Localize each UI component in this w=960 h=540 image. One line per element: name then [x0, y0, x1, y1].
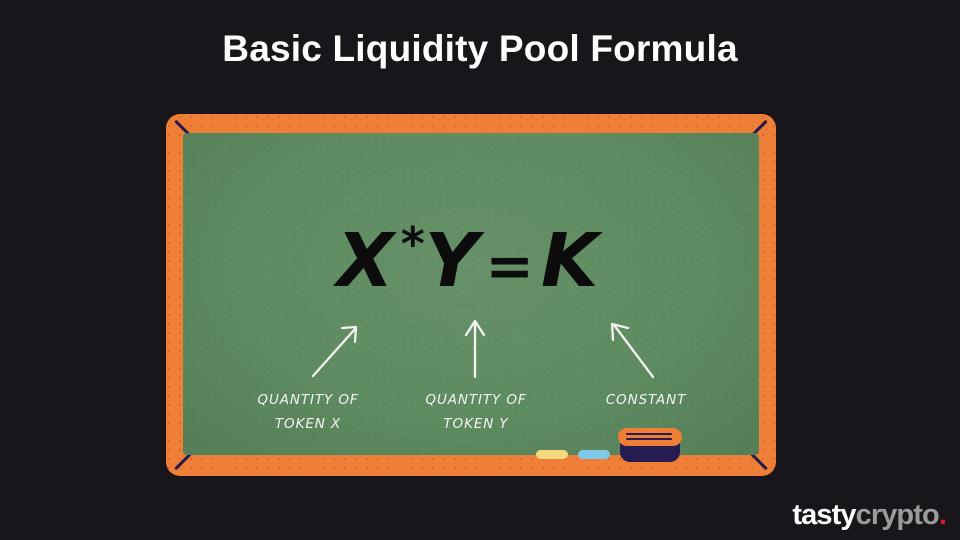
logo-dot: . — [938, 499, 947, 531]
arrow-up-icon — [464, 319, 486, 379]
formula-term-x: X — [336, 218, 401, 304]
annotation-line-1: QUANTITY OF — [425, 392, 527, 408]
formula-expression: X*Y=K — [183, 221, 759, 298]
annotation-line-2: TOKEN X — [274, 416, 342, 433]
chalk-stick-blue[interactable] — [578, 450, 610, 459]
corner-mitre-mark-bottom-right — [750, 452, 768, 471]
logo-text-crypto: crypto — [855, 499, 940, 531]
tastycrypto-logo[interactable]: tastycrypto. — [792, 499, 947, 531]
logo-text-tasty: tasty — [792, 499, 856, 531]
annotation-line-1: CONSTANT — [605, 392, 687, 408]
chalkboard-surface: X*Y=K QUANTITY OF TOKEN X — [183, 133, 759, 455]
formula-equals-sign: = — [485, 232, 541, 300]
chalkboard: X*Y=K QUANTITY OF TOKEN X — [166, 114, 776, 476]
corner-mitre-mark-bottom-left — [174, 452, 192, 471]
page-title: Basic Liquidity Pool Formula — [222, 28, 738, 69]
chalkboard-frame: X*Y=K QUANTITY OF TOKEN X — [166, 114, 776, 476]
eraser-top — [618, 428, 682, 446]
annotation-line-1: QUANTITY OF — [257, 392, 359, 408]
annotation-quantity-token-x: QUANTITY OF TOKEN X — [223, 388, 393, 436]
eraser-stripe — [626, 438, 672, 440]
arrow-up-right-icon — [311, 325, 358, 378]
eraser-stripe — [626, 433, 672, 435]
annotation-constant: CONSTANT — [561, 388, 731, 412]
annotation-quantity-token-y: QUANTITY OF TOKEN Y — [391, 388, 561, 436]
chalk-stick-yellow[interactable] — [536, 450, 568, 459]
annotation-line-2: TOKEN Y — [443, 416, 509, 433]
formula-term-k: K — [540, 218, 606, 304]
formula-term-y: Y — [424, 218, 486, 304]
formula-operator-asterisk: * — [400, 217, 425, 271]
arrow-up-left-icon — [610, 322, 655, 379]
board-eraser[interactable] — [618, 428, 682, 462]
